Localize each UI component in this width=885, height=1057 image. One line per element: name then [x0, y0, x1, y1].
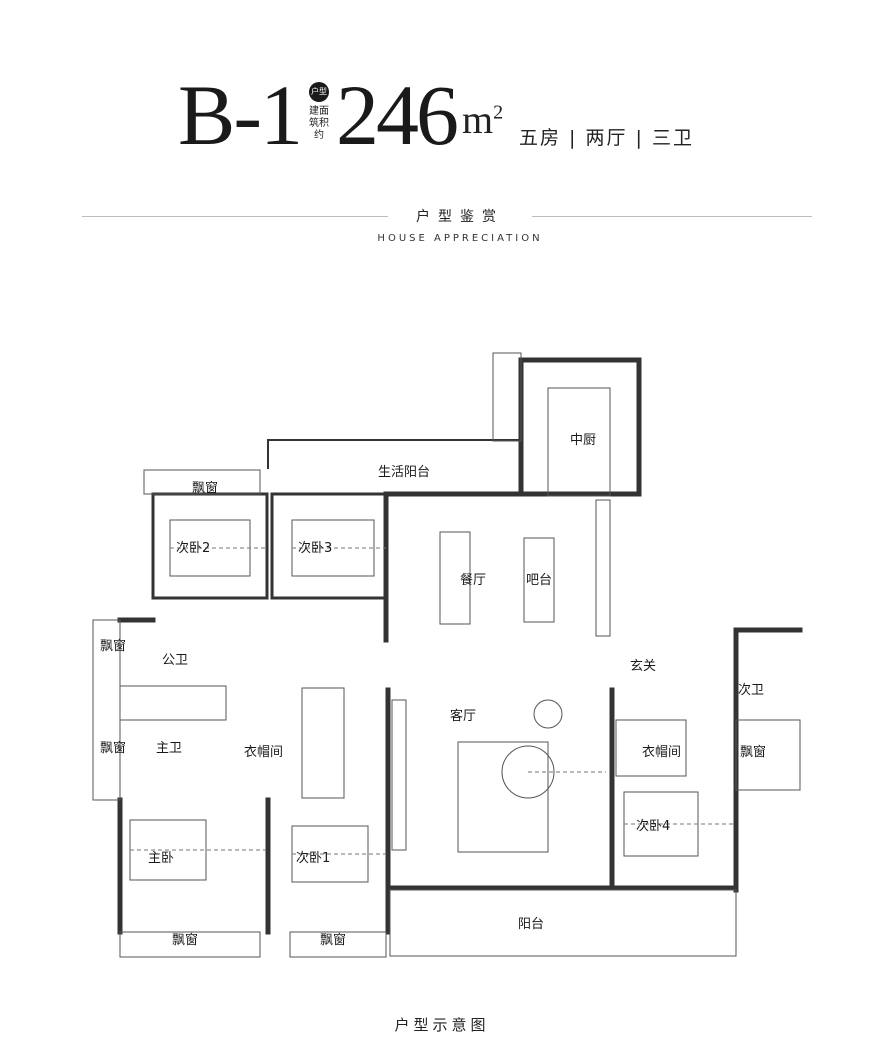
area-unit-sup: 2 — [493, 101, 504, 124]
wardrobe-right — [615, 719, 687, 777]
label-public-bath: 公卫 — [162, 653, 188, 668]
label-bedroom2: 次卧2 — [176, 540, 210, 556]
label-bay-window-bottom-mid: 飘窗 — [320, 932, 346, 948]
wardrobe-left — [301, 687, 345, 799]
walls — [117, 357, 803, 935]
dashed-lines — [130, 547, 736, 855]
label-bedroom3: 次卧3 — [298, 540, 332, 556]
section-title: 户型鉴赏 — [416, 209, 504, 225]
room-labels: 中厨 生活阳台 飘窗 次卧2 次卧3 餐厅 吧台 飘窗 公卫 玄关 次卫 客厅 … — [100, 433, 766, 948]
label-kitchen: 中厨 — [570, 433, 596, 448]
bar-counter — [523, 537, 555, 623]
label-bay-window-left-top: 飘窗 — [100, 638, 126, 654]
label-bay-window-left-bottom: 飘窗 — [100, 740, 126, 756]
label-cloakroom-right: 衣帽间 — [642, 744, 681, 760]
coffee-table — [501, 745, 555, 799]
dining-table — [439, 531, 471, 625]
kitchen-window-box — [492, 352, 522, 442]
bathtub-box — [119, 685, 227, 721]
lounge-chair — [533, 699, 563, 729]
label-entrance: 玄关 — [630, 659, 656, 674]
balcony-box — [389, 889, 737, 957]
divider-left — [82, 216, 388, 217]
thin-lines — [92, 352, 801, 958]
bay-window-bottom-left-box — [119, 931, 261, 958]
life-balcony-wall — [267, 439, 522, 469]
bay-window-right-box — [735, 719, 801, 791]
label-bedroom4: 次卧4 — [636, 818, 670, 834]
area-value: 246 — [336, 67, 459, 163]
label-bedroom1: 次卧1 — [296, 850, 330, 866]
bay-window-top-box — [143, 469, 261, 495]
label-life-balcony: 生活阳台 — [378, 465, 430, 480]
label-bay-window-bottom-left: 飘窗 — [172, 932, 198, 948]
label-second-bath: 次卫 — [738, 682, 764, 698]
shoe-cabinet — [595, 499, 611, 637]
label-cloakroom-left: 衣帽间 — [244, 744, 283, 760]
divider-right — [532, 216, 812, 217]
house-type-code: B-1 — [178, 67, 303, 163]
plan-caption: 户型示意图 — [394, 1016, 490, 1034]
label-bay-window-right: 飘窗 — [740, 744, 766, 760]
room-summary: 五房 | 两厅 | 三卫 — [519, 127, 694, 149]
sofa — [457, 741, 549, 853]
area-label: 建面筑积约 — [309, 106, 329, 141]
label-bay-window-top: 飘窗 — [192, 480, 218, 496]
area-unit: m2 — [462, 100, 503, 140]
label-bar: 吧台 — [526, 573, 552, 588]
house-type-badge: 户型 — [309, 82, 329, 102]
kitchen-wall — [518, 357, 642, 497]
label-master-bath: 主卫 — [156, 741, 182, 756]
label-balcony: 阳台 — [518, 917, 544, 932]
section-subtitle: HOUSE APPRECIATION — [377, 233, 543, 244]
bay-window-bottom-mid-box — [289, 931, 387, 958]
area-unit-base: m — [462, 97, 494, 142]
kitchen-counter — [547, 387, 611, 497]
label-living: 客厅 — [450, 708, 476, 724]
label-dining: 餐厅 — [460, 572, 486, 588]
tv-cabinet — [391, 699, 407, 851]
label-master-bedroom: 主卧 — [148, 851, 174, 866]
